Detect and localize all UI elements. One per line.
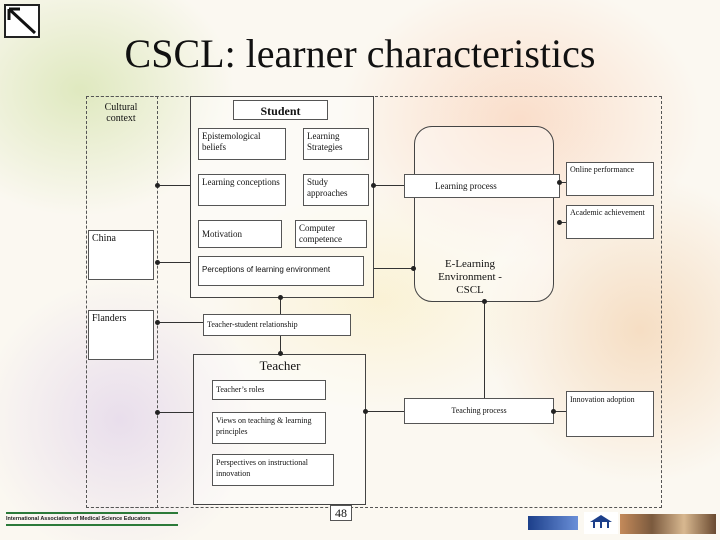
views-teaching-box: Views on teaching & learning principles	[212, 412, 326, 444]
perspectives-innovation-box: Perspectives on instructional innovation	[212, 454, 334, 486]
connector-dot	[482, 299, 487, 304]
connector-dot	[551, 409, 556, 414]
page-number: 48	[330, 505, 352, 521]
cultural-context-label: Cultural context	[104, 102, 138, 124]
connector-dot	[155, 183, 160, 188]
epistemological-beliefs-box: Epistemological beliefs	[198, 128, 286, 160]
connector-line	[366, 411, 404, 412]
connector-line	[484, 302, 485, 398]
context-column-border	[86, 96, 158, 508]
connector-line	[554, 411, 566, 412]
connector-line	[280, 336, 281, 354]
connector-line	[158, 185, 190, 186]
connector-line	[280, 298, 281, 314]
online-performance-box: Online performance	[566, 162, 654, 196]
study-approaches-box: Study approaches	[303, 174, 369, 206]
teaching-process-box: Teaching process	[404, 398, 554, 424]
learning-process-box: Learning process	[404, 174, 560, 198]
framework-outer-border	[86, 96, 662, 508]
motivation-box: Motivation	[198, 220, 282, 248]
elearning-environment-shape	[414, 126, 554, 302]
teachers-roles-box: Teacher’s roles	[212, 380, 326, 400]
china-box: China	[88, 230, 154, 280]
learning-conceptions-box: Learning conceptions	[198, 174, 286, 206]
connector-line	[158, 322, 203, 323]
student-heading: Student	[233, 100, 328, 120]
connector-line	[560, 182, 566, 183]
university-building-icon	[584, 512, 618, 534]
connector-line	[158, 262, 190, 263]
connector-dot	[371, 183, 376, 188]
connector-dot	[557, 220, 562, 225]
innovation-adoption-box: Innovation adoption	[566, 391, 654, 437]
slide-title: CSCL: learner characteristics	[124, 31, 596, 76]
connector-dot	[155, 410, 160, 415]
learning-strategies-box: Learning Strategies	[303, 128, 369, 160]
teacher-student-relationship-box: Teacher-student relationship	[203, 314, 351, 336]
footer-org-text: International Association of Medical Sci…	[6, 516, 151, 522]
connector-dot	[155, 320, 160, 325]
connector-dot	[278, 295, 283, 300]
flanders-box: Flanders	[88, 310, 154, 360]
connector-line	[560, 222, 566, 223]
elearning-environment-label: E-Learning Environment -CSCL	[438, 258, 502, 296]
connector-line	[374, 185, 404, 186]
computer-competence-box: Computer competence	[295, 220, 367, 248]
nav-arrow-icon[interactable]	[4, 4, 40, 38]
connector-dot	[278, 351, 283, 356]
connector-dot	[155, 260, 160, 265]
perceptions-box: Perceptions of learning environment	[198, 256, 364, 286]
footer-org-logo: International Association of Medical Sci…	[6, 512, 178, 526]
academic-achievement-box: Academic achievement	[566, 205, 654, 239]
teacher-heading: Teacher	[259, 358, 301, 373]
connector-line	[374, 268, 414, 269]
connector-dot	[557, 180, 562, 185]
connector-line	[158, 412, 193, 413]
connector-dot	[411, 266, 416, 271]
connector-dot	[363, 409, 368, 414]
university-logo-banner	[528, 512, 716, 534]
